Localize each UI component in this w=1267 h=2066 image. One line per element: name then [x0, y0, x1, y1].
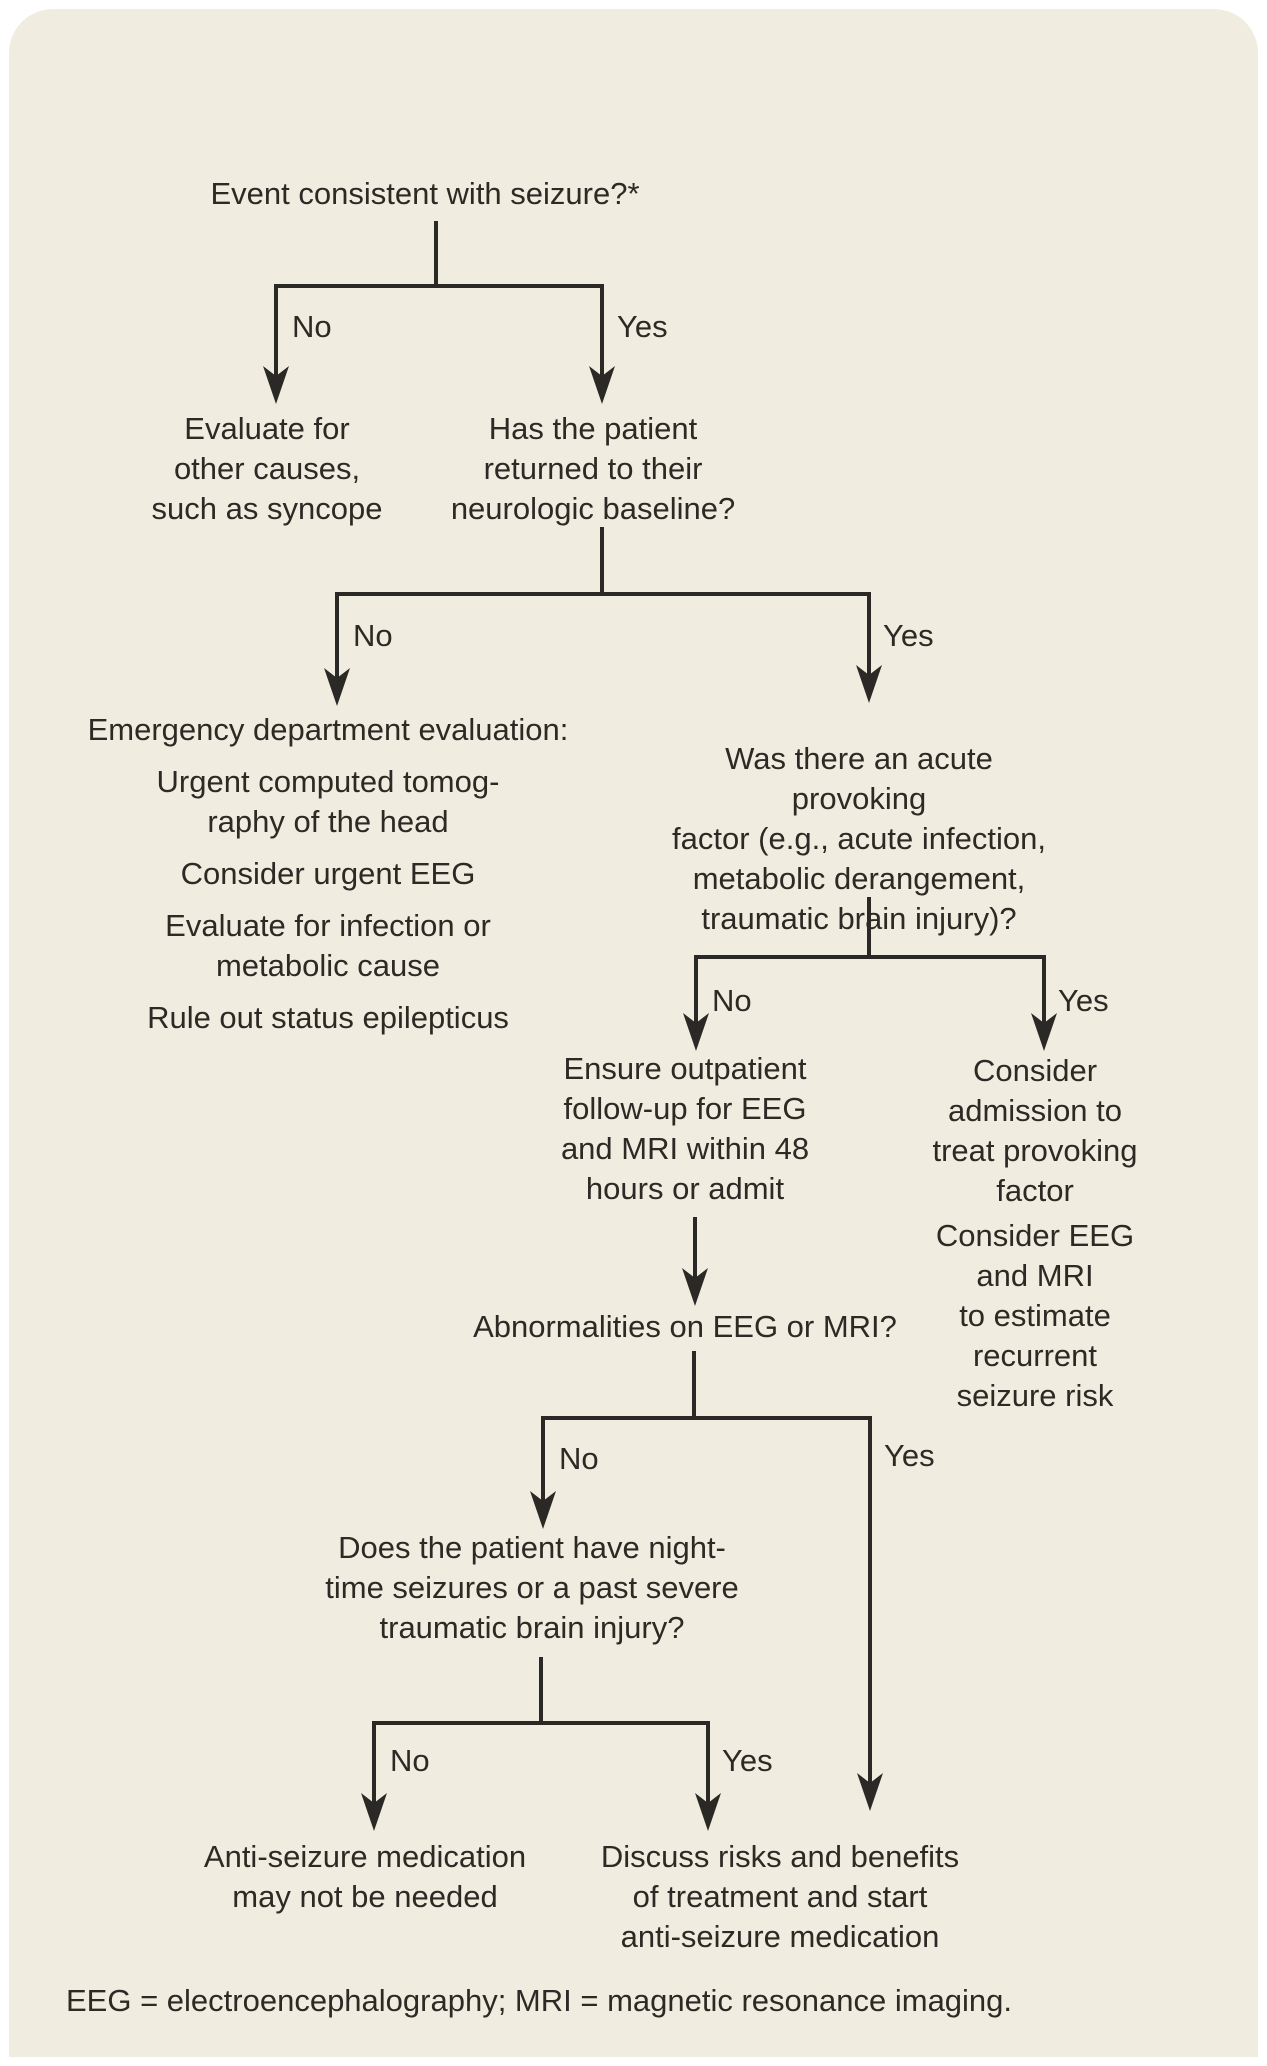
connector-branch5-no-arrow	[361, 1721, 387, 1831]
connector-branch4-yes-arrow	[857, 1416, 883, 1811]
branch4-yes-label: Yes	[884, 1438, 935, 1473]
consider-admission-item: Consider admission to treat provoking fa…	[932, 1053, 1138, 1208]
connector-branch1-yes-arrow	[589, 284, 615, 404]
branch2-no-label: No	[353, 618, 393, 653]
node-evaluate-other-causes: Evaluate for other causes, such as synco…	[151, 411, 383, 526]
connector-branch3-no-arrow	[683, 955, 709, 1051]
node-provoking-question: Was there an acute provoking factor (e.g…	[672, 741, 1046, 936]
consider-admission-item: Consider EEG and MRI to estimate recurre…	[935, 1218, 1135, 1413]
node-consider-admission: Consider admission to treat provoking fa…	[924, 1051, 1147, 1416]
branch1-yes-label: Yes	[617, 309, 668, 344]
branch4-no-label: No	[559, 1441, 599, 1476]
branch5-no-label: No	[390, 1743, 430, 1778]
node-discuss-risks: Discuss risks and benefits of treatment …	[600, 1839, 960, 1954]
node-no-medication: Anti-seizure medication may not be neede…	[203, 1839, 527, 1914]
ed-evaluation-item: Evaluate for infection or metabolic caus…	[165, 908, 491, 983]
connector-branch3-yes-arrow	[1031, 955, 1057, 1051]
node-ensure-outpatient: Ensure outpatient follow-up for EEG and …	[560, 1051, 810, 1206]
branch2-yes-label: Yes	[883, 618, 934, 653]
connector-branch2-no-arrow	[324, 592, 350, 706]
branch5-yes-label: Yes	[722, 1743, 773, 1778]
node-baseline-question: Has the patient returned to their neurol…	[450, 411, 736, 526]
ed-evaluation-item: Consider urgent EEG	[180, 856, 476, 891]
branch3-no-label: No	[712, 983, 752, 1018]
connector-branch1-no-arrow	[263, 284, 289, 404]
branch1-no-label: No	[292, 309, 332, 344]
branch3-yes-label: Yes	[1058, 983, 1109, 1018]
node-root-question: Event consistent with seizure?*	[210, 176, 640, 211]
abbreviation-footnote: EEG = electroencephalography; MRI = magn…	[66, 1983, 1013, 2018]
node-nighttime-question: Does the patient have night- time seizur…	[325, 1530, 739, 1645]
ed-evaluation-item: Rule out status epilepticus	[147, 1000, 509, 1035]
connector-branch2-yes-arrow	[856, 592, 882, 703]
ed-evaluation-title: Emergency department evaluation:	[87, 712, 569, 747]
node-abnormalities-question: Abnormalities on EEG or MRI?	[473, 1309, 897, 1344]
ed-evaluation-item: Urgent computed tomog- raphy of the head	[156, 764, 500, 839]
connector-branch4-no-arrow	[530, 1416, 556, 1529]
connector-outpatient-to-abnormalities	[682, 1217, 708, 1306]
connector-branch5-yes-arrow	[695, 1721, 721, 1831]
flowchart-card: Event consistent with seizure?* Evaluate…	[9, 9, 1258, 2057]
node-ed-evaluation: Emergency department evaluation: Urgent …	[88, 710, 569, 1038]
